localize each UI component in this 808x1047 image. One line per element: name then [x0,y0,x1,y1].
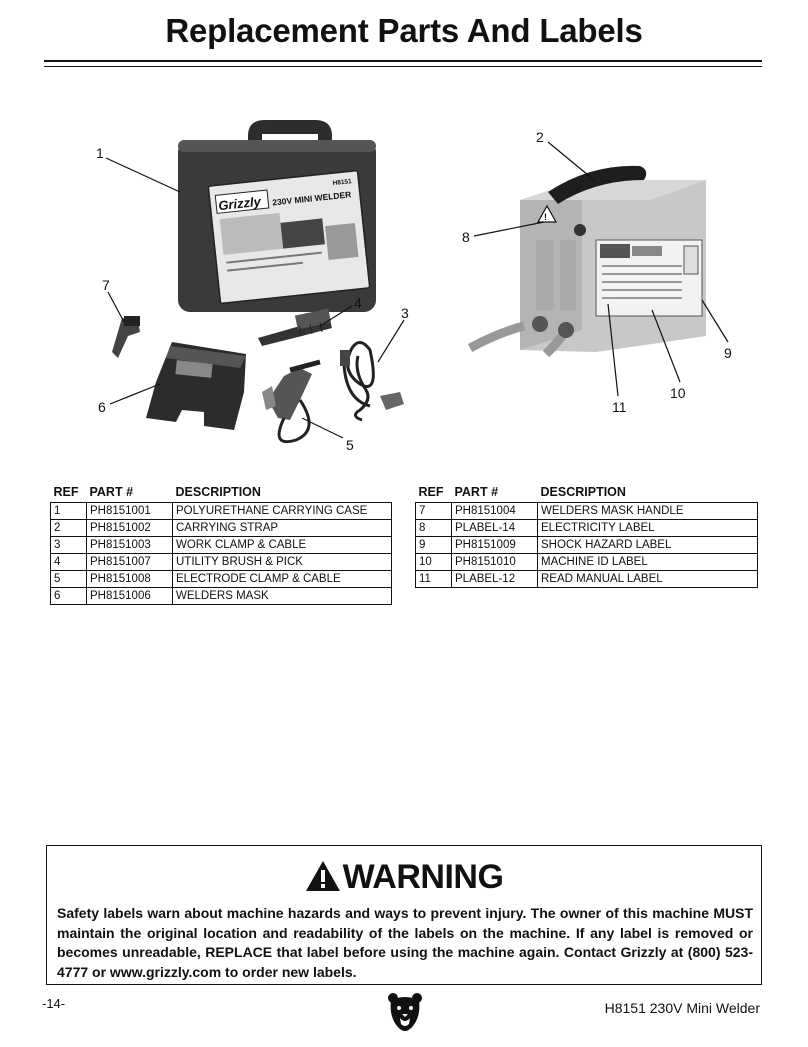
ref-cell: 9 [415,536,452,554]
callout-3: 3 [401,305,409,321]
description-cell: WELDERS MASK [172,587,392,605]
warning-heading: WARNING [47,858,761,897]
table-header-row: REF PART # DESCRIPTION [51,483,392,503]
part-cell: PLABEL-14 [451,519,538,537]
part-cell: PH8151008 [86,570,173,588]
part-cell: PH8151004 [451,502,538,520]
utility-brush-drawing [258,308,332,346]
ref-cell: 1 [50,502,87,520]
callout-8: 8 [462,229,470,245]
callout-11: 11 [612,399,627,415]
ref-cell: 3 [50,536,87,554]
welder-machine-drawing: ! [467,165,706,358]
page-title: Replacement Parts And Labels [165,12,643,49]
page-number: -14- [42,996,66,1011]
work-clamp-drawing [340,341,404,422]
part-cell: PH8151007 [86,553,173,571]
warning-heading-text: WARNING [342,858,504,896]
callout-5: 5 [346,437,354,453]
title-rule-thin [44,66,762,67]
warning-body: Safety labels warn about machine hazards… [57,905,753,980]
ref-cell: 2 [50,519,87,537]
part-cell: PLABEL-12 [451,570,538,588]
ref-cell: 6 [50,587,87,605]
description-header: DESCRIPTION [540,485,626,499]
ref-cell: 10 [415,553,452,571]
description-header: DESCRIPTION [175,485,261,499]
ref-cell: 11 [415,570,452,588]
description-cell: ELECTRODE CLAMP & CABLE [172,570,392,588]
description-cell: READ MANUAL LABEL [537,570,758,588]
callout-9: 9 [724,345,732,361]
callout-1: 1 [96,145,104,161]
description-cell: MACHINE ID LABEL [537,553,758,571]
carrying-case-drawing: Grizzly 230V MINI WELDER H8151 [178,120,376,312]
ref-header: REF [53,485,79,499]
case-model-text: H8151 [332,178,352,187]
warning-box: WARNING Safety labels warn about machine… [46,845,762,985]
part-cell: PH8151006 [86,587,173,605]
callout-2: 2 [536,129,544,145]
description-cell: CARRYING STRAP [172,519,392,537]
part-header: PART # [89,485,134,499]
case-brand-text: Grizzly [218,194,263,213]
callout-10: 10 [670,385,686,401]
mask-handle-drawing [112,316,140,358]
description-cell: UTILITY BRUSH & PICK [172,553,392,571]
electrode-clamp-drawing [262,359,321,444]
part-cell: PH8151010 [451,553,538,571]
callout-6: 6 [98,399,106,415]
table-header-row: REF PART # DESCRIPTION [416,483,758,503]
grizzly-bear-logo-icon [388,993,422,1031]
ref-header: REF [418,485,444,499]
ref-cell: 7 [415,502,452,520]
svg-text:!: ! [544,212,547,222]
part-cell: PH8151003 [86,536,173,554]
title-rule-thick [44,60,762,62]
callout-leaders [105,141,729,439]
footer-model: H8151 230V Mini Welder [604,1000,760,1016]
description-cell: SHOCK HAZARD LABEL [537,536,758,554]
ref-cell: 4 [50,553,87,571]
ref-cell: 5 [50,570,87,588]
description-cell: WORK CLAMP & CABLE [172,536,392,554]
description-cell: ELECTRICITY LABEL [537,519,758,537]
part-cell: PH8151001 [86,502,173,520]
callout-7: 7 [102,277,110,293]
part-header: PART # [454,485,499,499]
warning-triangle-icon [305,861,340,891]
welders-mask-drawing [146,342,246,430]
ref-cell: 8 [415,519,452,537]
description-cell: WELDERS MASK HANDLE [537,502,758,520]
callout-4: 4 [354,295,362,311]
part-cell: PH8151002 [86,519,173,537]
part-cell: PH8151009 [451,536,538,554]
description-cell: POLYURETHANE CARRYING CASE [172,502,392,520]
parts-illustration: Grizzly 230V MINI WELDER H8151 [96,120,732,453]
